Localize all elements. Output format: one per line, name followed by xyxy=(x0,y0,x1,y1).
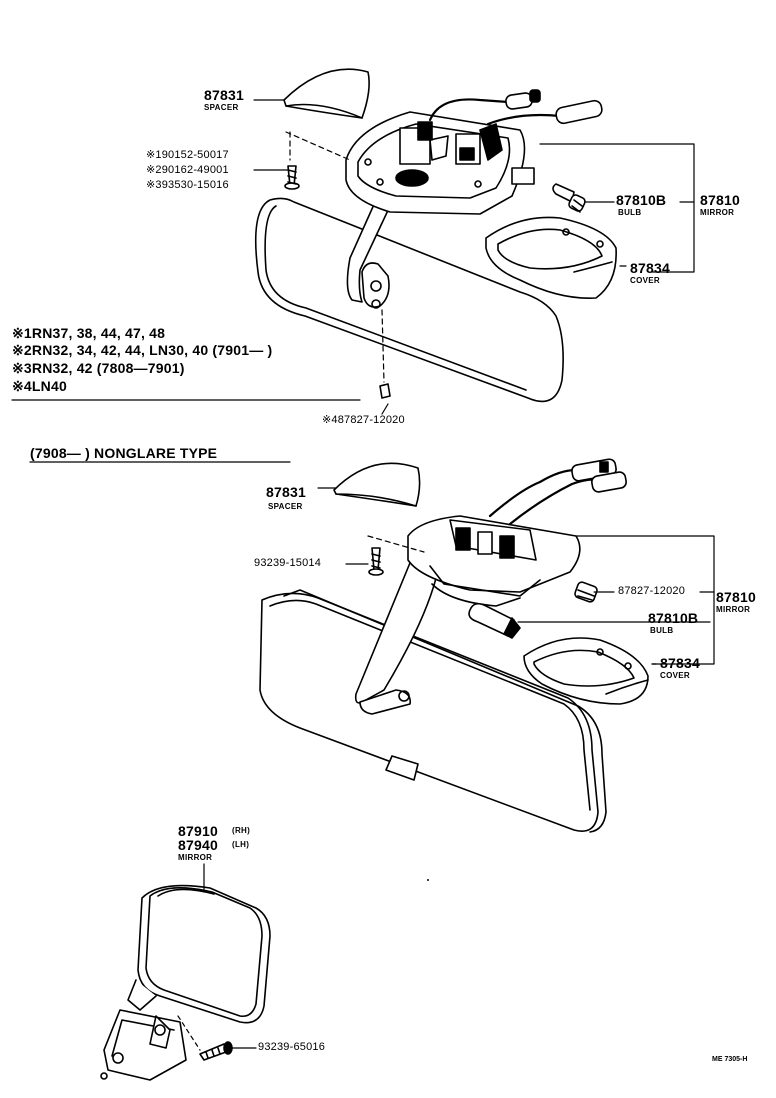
outer-lh-number: 87940 xyxy=(178,837,218,853)
outer-rh-tag: (RH) xyxy=(232,826,251,835)
ng-socket-part xyxy=(574,581,598,603)
ng-spacer-number: 87831 xyxy=(266,484,306,500)
ng-bulb-number: 87810B xyxy=(648,610,699,626)
top-leaders xyxy=(11,99,695,463)
outer-mirror-name: MIRROR xyxy=(178,853,213,862)
top-cover-number: 87834 xyxy=(630,260,670,276)
outer-lh-tag: (LH) xyxy=(232,840,250,849)
diagram-code: ME 7305-H xyxy=(712,1056,748,1063)
outer-mirror-part xyxy=(100,884,271,1081)
top-note-3: ※3RN32, 42 (7808—7901) xyxy=(12,360,185,376)
top-note-4: ※4LN40 xyxy=(12,378,67,394)
ng-cover-name: COVER xyxy=(660,671,690,680)
top-socket-number: ※487827-12020 xyxy=(322,414,405,426)
top-bulb-part xyxy=(552,183,586,213)
top-screw-3: ※393530-15016 xyxy=(146,179,229,191)
ng-spacer-part xyxy=(333,462,421,507)
ng-socket-number: 87827-12020 xyxy=(618,585,686,597)
ng-cover-number: 87834 xyxy=(660,655,700,671)
top-note-1: ※1RN37, 38, 44, 47, 48 xyxy=(12,325,166,341)
ng-leaders xyxy=(317,487,715,665)
top-mirror-glass xyxy=(254,197,564,403)
top-mirror-number: 87810 xyxy=(700,192,740,208)
ng-mirror-body xyxy=(259,589,607,833)
outer-bolt-part xyxy=(199,1041,233,1061)
top-bulb-name: BULB xyxy=(618,208,642,217)
ng-cover-part xyxy=(523,637,649,705)
top-bulb-number: 87810B xyxy=(616,192,667,208)
top-note-2: ※2RN32, 34, 42, 44, LN30, 40 (7901— ) xyxy=(12,342,273,358)
top-cover-name: COVER xyxy=(630,276,660,285)
top-mirror-name: MIRROR xyxy=(700,208,735,217)
ng-mirror-number: 87810 xyxy=(716,589,756,605)
ng-bulb-part xyxy=(468,602,521,639)
top-screw-part xyxy=(284,131,351,190)
ng-screw-number: 93239-15014 xyxy=(254,557,322,569)
ng-wires xyxy=(488,458,627,526)
top-wires xyxy=(428,89,603,185)
ng-housing xyxy=(407,515,581,607)
top-housing xyxy=(345,111,526,215)
ng-screw-part xyxy=(367,535,425,576)
top-cover-part xyxy=(485,216,617,299)
top-spacer-number: 87831 xyxy=(204,87,244,103)
ng-bulb-name: BULB xyxy=(650,626,674,635)
ng-mirror-name: MIRROR xyxy=(716,605,751,614)
outer-leaders xyxy=(203,863,257,1049)
top-screw-1: ※190152-50017 xyxy=(146,149,229,161)
top-screw-2: ※290162-49001 xyxy=(146,164,229,176)
outer-rh-number: 87910 xyxy=(178,823,218,839)
top-spacer-name: SPACER xyxy=(204,103,239,112)
top-spacer-part xyxy=(283,68,370,119)
ng-spacer-name: SPACER xyxy=(268,502,303,511)
top-mirror-stay xyxy=(346,199,391,309)
top-socket-part xyxy=(379,309,391,399)
ng-mirror-stay xyxy=(354,557,441,715)
nonglare-heading: (7908— ) NONGLARE TYPE xyxy=(30,445,218,461)
outer-bolt-number: 93239-65016 xyxy=(258,1041,326,1053)
